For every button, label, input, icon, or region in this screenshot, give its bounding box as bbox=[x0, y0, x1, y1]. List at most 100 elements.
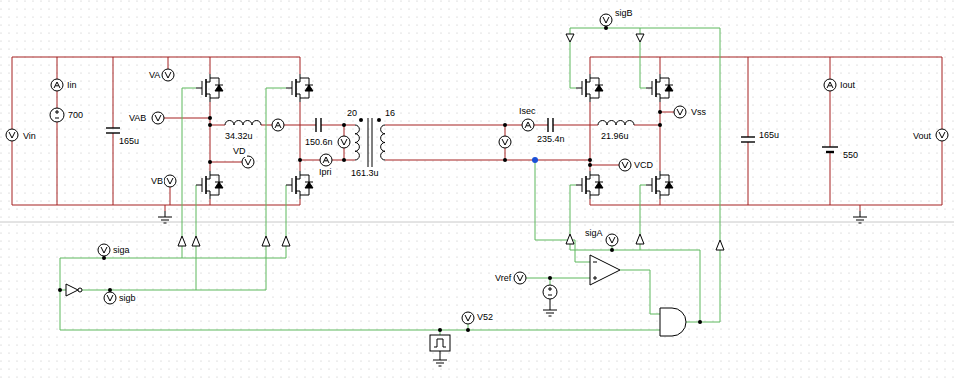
ground-symbol bbox=[436, 363, 444, 364]
wire bbox=[196, 246, 197, 290]
mosfet-symbol bbox=[295, 79, 297, 97]
junction-dot bbox=[438, 328, 442, 332]
diode-symbol bbox=[305, 182, 313, 188]
capacitor-symbol bbox=[552, 118, 553, 132]
junction-dot bbox=[610, 248, 614, 252]
mosfet-symbol bbox=[585, 79, 587, 97]
voltmeter-symbol bbox=[606, 234, 618, 246]
meter-name: VCD bbox=[633, 160, 654, 171]
junction-dot bbox=[466, 328, 470, 332]
meter-name: VD bbox=[232, 146, 247, 157]
junction-dot bbox=[503, 158, 507, 162]
gate-driver-symbol bbox=[716, 240, 724, 250]
wire bbox=[860, 205, 861, 211]
mosfet-symbol bbox=[655, 176, 657, 194]
capacitor-symbol bbox=[547, 118, 548, 132]
wire bbox=[210, 125, 225, 126]
wire bbox=[620, 270, 660, 314]
ammeter-symbol bbox=[522, 119, 534, 131]
wire bbox=[60, 258, 660, 330]
junction-dot bbox=[588, 163, 592, 167]
gate-driver-symbol bbox=[566, 234, 574, 244]
capacitor-symbol bbox=[741, 136, 755, 137]
voltmeter-symbol bbox=[514, 272, 526, 284]
junction-dot bbox=[342, 123, 346, 127]
meter-glyph bbox=[677, 109, 683, 115]
diode-symbol bbox=[215, 85, 223, 86]
mosfet-symbol bbox=[646, 88, 652, 89]
meter-name: Isec bbox=[518, 106, 537, 117]
meter-glyph bbox=[54, 82, 60, 88]
junction-dot bbox=[102, 256, 106, 260]
wire bbox=[210, 57, 211, 74]
mosfet-symbol bbox=[205, 176, 207, 194]
junction-dot bbox=[58, 288, 62, 292]
signal-name: sigB bbox=[614, 8, 634, 19]
voltmeter-symbol bbox=[674, 106, 686, 118]
meter-glyph bbox=[155, 115, 161, 121]
gate-driver-symbol bbox=[282, 236, 290, 246]
diode-symbol bbox=[215, 182, 223, 183]
meter-glyph bbox=[165, 72, 171, 78]
meter-glyph bbox=[827, 82, 833, 88]
wire bbox=[660, 199, 661, 205]
ground-symbol bbox=[550, 304, 551, 310]
meter-name: Vin bbox=[22, 131, 37, 142]
wire bbox=[526, 278, 590, 279]
wire bbox=[113, 133, 114, 205]
wire bbox=[12, 205, 300, 206]
mosfet-symbol bbox=[205, 79, 207, 97]
meter-name: Vout bbox=[912, 131, 932, 142]
wire bbox=[830, 152, 831, 205]
component-value: 235.4n bbox=[536, 134, 566, 145]
inductor-symbol bbox=[598, 121, 634, 126]
ammeter-symbol bbox=[51, 79, 63, 91]
gate-driver-symbol bbox=[262, 236, 270, 246]
meter-glyph bbox=[323, 157, 329, 163]
meter-glyph bbox=[939, 132, 945, 138]
circuit bbox=[6, 14, 948, 366]
wire bbox=[660, 112, 674, 113]
diode-symbol bbox=[665, 182, 673, 183]
ground-symbol bbox=[546, 313, 554, 314]
mosfet-symbol bbox=[655, 79, 657, 97]
junction-dot bbox=[208, 123, 212, 127]
turns-number: 20 bbox=[346, 108, 358, 119]
diode-symbol bbox=[595, 182, 603, 183]
signal-name: siga bbox=[112, 245, 131, 256]
mosfet-symbol bbox=[585, 176, 587, 194]
meter-glyph bbox=[603, 17, 609, 23]
meter-glyph bbox=[9, 132, 15, 138]
dc-source-symbol bbox=[55, 110, 59, 118]
wire bbox=[686, 250, 720, 322]
wire bbox=[590, 165, 619, 166]
meter-name: Ipri bbox=[318, 167, 333, 178]
mosfet-symbol bbox=[286, 88, 292, 89]
gate-driver-symbol bbox=[178, 236, 186, 246]
wire bbox=[748, 142, 749, 205]
component-value: 21.96u bbox=[600, 131, 630, 142]
wire bbox=[570, 244, 571, 250]
capacitor-symbol bbox=[320, 118, 321, 132]
component-value: 161.3u bbox=[350, 168, 380, 179]
wire bbox=[210, 199, 211, 205]
signal-name: sigA bbox=[584, 228, 604, 239]
meter-glyph bbox=[525, 122, 531, 128]
wire bbox=[590, 57, 591, 74]
wire bbox=[830, 57, 831, 147]
wire bbox=[535, 160, 590, 262]
voltmeter-symbol bbox=[499, 136, 511, 148]
diode-symbol bbox=[665, 182, 673, 188]
junction-dot bbox=[604, 26, 608, 30]
meter-glyph bbox=[101, 247, 107, 253]
diode-symbol bbox=[665, 85, 673, 91]
ground-symbol bbox=[549, 316, 552, 317]
wire bbox=[570, 42, 576, 88]
capacitor-symbol bbox=[106, 127, 120, 128]
junction-dot bbox=[532, 157, 538, 163]
mosfet-symbol bbox=[196, 88, 202, 89]
dc-source-symbol bbox=[50, 108, 64, 122]
battery-symbol bbox=[822, 146, 838, 147]
wire bbox=[590, 57, 942, 58]
junction-dot bbox=[208, 160, 212, 164]
